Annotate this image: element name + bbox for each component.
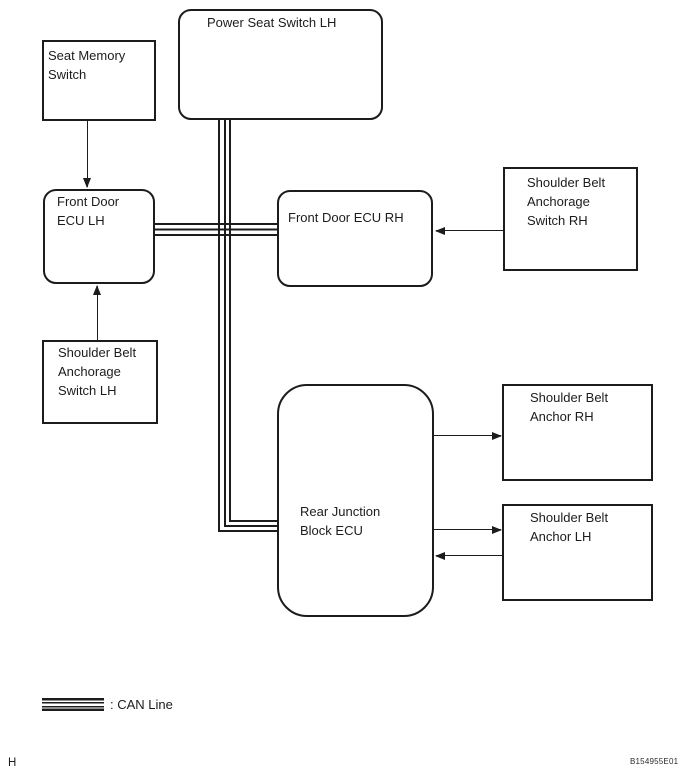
node-front-door-ecu-rh-label: Front Door ECU RH	[288, 210, 404, 225]
node-front-door-ecu-lh: Front Door ECU LH	[43, 189, 155, 284]
can-line-vertical-elbow-inner	[229, 119, 278, 522]
arrow-shoulder-belt-anchorage-switch-lh-to-front-door-ecu-lh	[93, 285, 101, 340]
arrow-seat-memory-switch-to-front-door-ecu-lh	[83, 121, 91, 188]
can-line-legend-label: : CAN Line	[110, 697, 173, 712]
arrow-rear-junction-block-ecu-to-shoulder-belt-anchor-rh	[434, 431, 502, 440]
figure-code: B154955E01	[630, 757, 679, 766]
node-shoulder-belt-anchor-rh: Shoulder Belt Anchor RH	[502, 384, 653, 481]
node-seat-memory-switch-label: Seat Memory Switch	[48, 48, 126, 82]
node-shoulder-belt-anchor-rh-label: Shoulder Belt Anchor RH	[530, 390, 609, 424]
node-shoulder-belt-anchorage-switch-lh: Shoulder Belt Anchorage Switch LH	[42, 340, 158, 424]
can-line-horizontal	[153, 223, 279, 236]
node-shoulder-belt-anchor-lh-label: Shoulder Belt Anchor LH	[530, 510, 609, 544]
arrow-shoulder-belt-anchorage-switch-rh-to-front-door-ecu-rh	[435, 226, 503, 235]
node-seat-memory-switch: Seat Memory Switch	[42, 40, 156, 121]
arrow-shoulder-belt-anchor-lh-to-rear-junction-block-ecu	[435, 551, 502, 560]
can-line-vertical-elbow-outer	[218, 119, 278, 532]
node-rear-junction-block-ecu-label: Rear Junction Block ECU	[300, 504, 381, 538]
can-line-legend-swatch	[42, 698, 104, 711]
can-line-vertical-elbow-middle	[223, 119, 278, 527]
node-shoulder-belt-anchorage-switch-rh: Shoulder Belt Anchorage Switch RH	[503, 167, 638, 271]
node-front-door-ecu-lh-label: Front Door ECU LH	[57, 194, 120, 228]
node-shoulder-belt-anchor-lh: Shoulder Belt Anchor LH	[502, 504, 653, 601]
arrow-rear-junction-block-ecu-to-shoulder-belt-anchor-lh	[434, 525, 502, 534]
page-marker: H	[8, 757, 17, 769]
node-power-seat-switch-lh: Power Seat Switch LH	[178, 9, 383, 120]
node-shoulder-belt-anchorage-switch-lh-label: Shoulder Belt Anchorage Switch LH	[58, 345, 137, 398]
node-front-door-ecu-rh: Front Door ECU RH	[277, 190, 433, 287]
node-rear-junction-block-ecu: Rear Junction Block ECU	[277, 384, 434, 617]
node-power-seat-switch-lh-label: Power Seat Switch LH	[207, 15, 337, 30]
node-shoulder-belt-anchorage-switch-rh-label: Shoulder Belt Anchorage Switch RH	[527, 175, 606, 228]
